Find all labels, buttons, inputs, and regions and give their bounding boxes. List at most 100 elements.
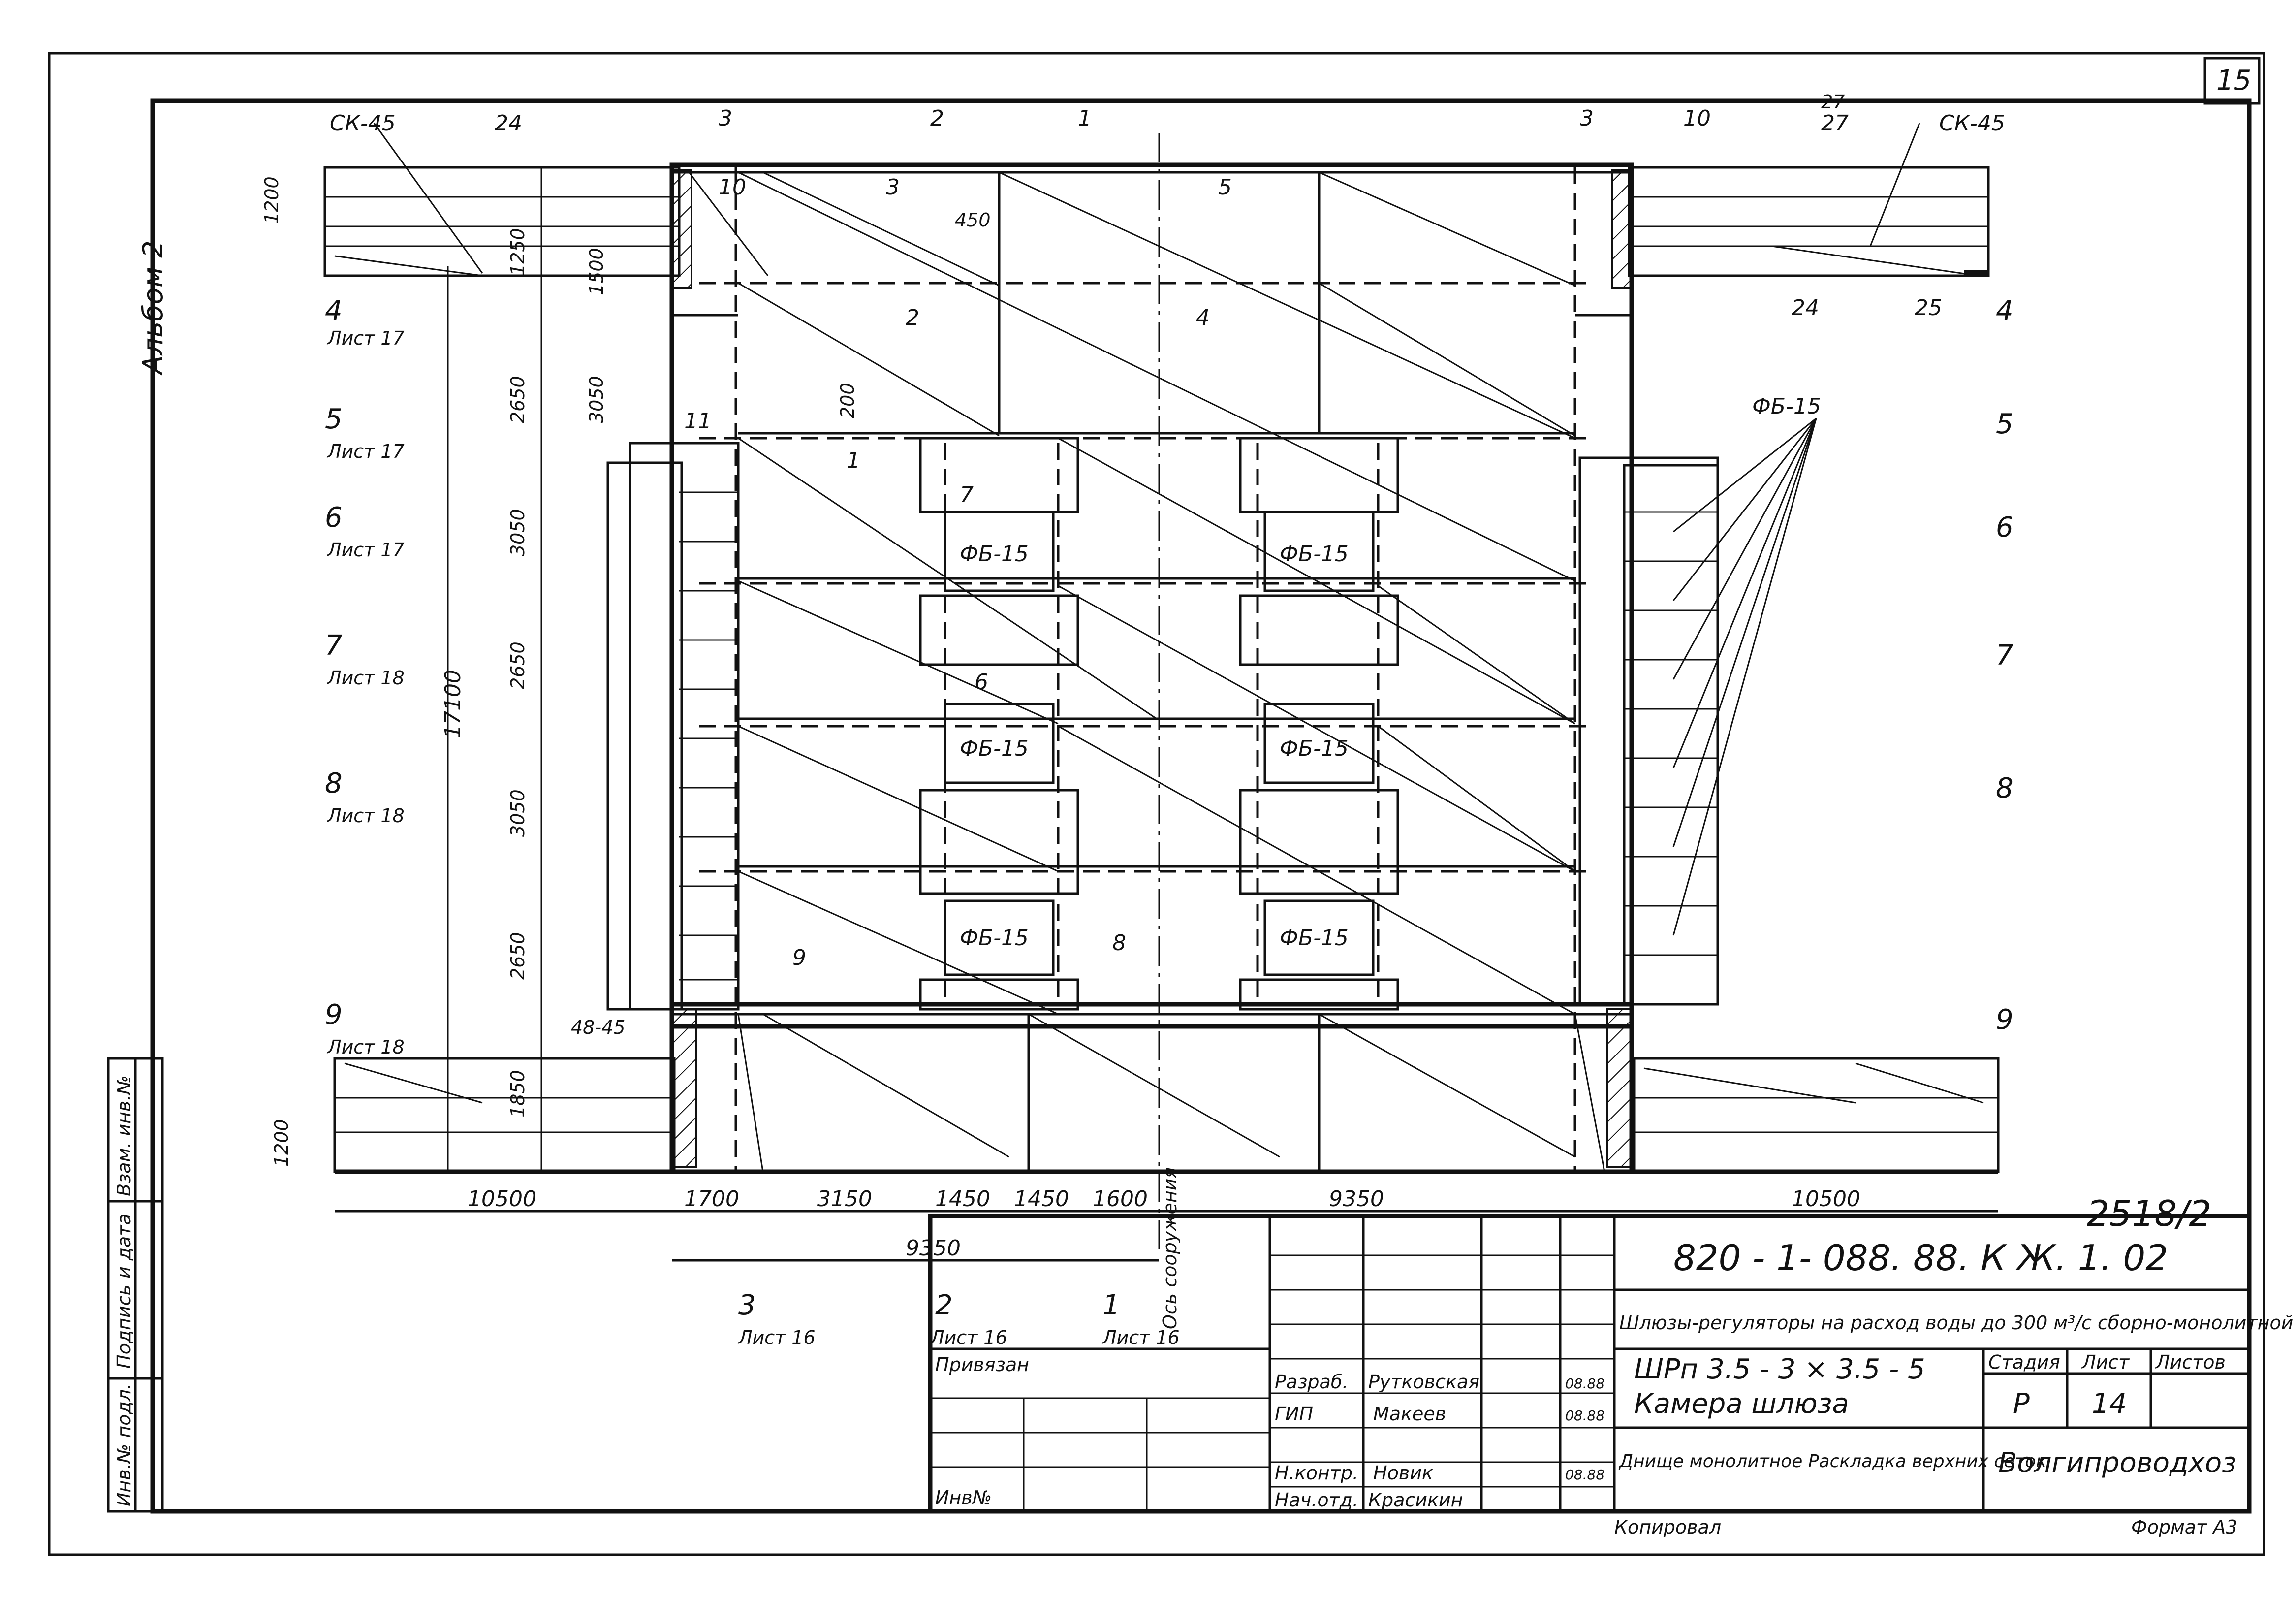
- role-chief: ГИП: [1275, 1403, 1313, 1425]
- object-name: Камера шлюза: [1634, 1388, 1849, 1420]
- section-left-5: 5: [325, 403, 343, 435]
- panel-fb15-6: ФБ-15: [1280, 926, 1349, 951]
- side-stamp-replace: Взам. инв.№: [113, 1075, 135, 1196]
- panel-fb15-2: ФБ-15: [1280, 542, 1349, 567]
- dim-overall-17100: 17100: [440, 670, 466, 738]
- side-stamp: Инв.№ подл. Подпись и дата Взам. инв.№: [107, 1057, 164, 1513]
- mark-item-48-45: 48-45: [571, 1017, 625, 1038]
- dim-1450-b: 1450: [1014, 1186, 1069, 1212]
- mark-item-6: 6: [975, 670, 988, 695]
- dim-3050-top: 3050: [586, 376, 607, 423]
- mark-item-27: 27: [1821, 91, 1845, 113]
- section-left-9-sheet: Лист 18: [326, 1036, 405, 1058]
- mark-item-200: 200: [837, 383, 858, 418]
- mark-item-5: 5: [1218, 175, 1232, 200]
- mark-item-3: 3: [886, 175, 900, 200]
- dim-10500-left: 10500: [468, 1186, 536, 1212]
- mark-ck45-right: СК-45: [1939, 111, 2005, 136]
- plan-labels: СК-45 24 3 2 1 3 10 27 СК-45 1200 1250 1…: [261, 91, 2013, 1348]
- stamp-2518: 2518/2: [2087, 1193, 2211, 1234]
- stage-head: Стадия: [1988, 1351, 2060, 1373]
- mark-24-top: 24: [495, 111, 522, 136]
- project-title: Шлюзы-регуляторы на расход воды до 300 м…: [1619, 1312, 2296, 1334]
- panel-fb15-side: ФБ-15: [1752, 394, 1821, 419]
- sheet-head: Лист: [2081, 1351, 2130, 1373]
- mark-item-25: 25: [1915, 295, 1942, 320]
- section-left-7: 7: [325, 630, 343, 662]
- section-left-5-sheet: Лист 17: [326, 441, 405, 462]
- section-bottom-2-sheet: Лист 16: [929, 1327, 1007, 1348]
- bound-label: Привязан: [935, 1354, 1029, 1375]
- dim-2650-b: 2650: [507, 932, 529, 980]
- mark-item-1: 1: [847, 448, 860, 473]
- inv-label: Инв№: [935, 1487, 992, 1508]
- section-bottom-1: 1: [1102, 1289, 1120, 1321]
- date-norm: 08.88: [1565, 1467, 1604, 1483]
- section-left-4-sheet: Лист 17: [326, 327, 405, 349]
- section-left-6-sheet: Лист 17: [326, 539, 405, 561]
- date-developer: 08.88: [1565, 1375, 1604, 1392]
- side-stamp-inv: Инв.№ подл.: [113, 1383, 135, 1506]
- section-right-4: 4: [1996, 295, 2013, 327]
- name-head: Красикин: [1368, 1489, 1463, 1511]
- date-chief: 08.88: [1565, 1407, 1604, 1424]
- album-label: Альбом 2: [137, 240, 169, 376]
- sheet-number: 15: [2216, 64, 2251, 96]
- org-name: Волгипроводхоз: [1998, 1447, 2236, 1479]
- dim-1600: 1600: [1093, 1186, 1148, 1212]
- copied-label: Копировал: [1614, 1516, 1721, 1538]
- mark-item-4: 4: [1196, 305, 1210, 330]
- section-right-6: 6: [1996, 512, 2013, 544]
- mark-27-top: 27: [1821, 111, 1849, 136]
- mark-10-top: 10: [1683, 106, 1711, 131]
- axis-label: Ось сооружения: [1159, 1167, 1181, 1329]
- role-head: Нач.отд.: [1275, 1489, 1358, 1511]
- dim-1700: 1700: [684, 1186, 739, 1212]
- dim-1250: 1250: [507, 228, 529, 276]
- mark-3-left: 3: [719, 106, 732, 131]
- dim-1500: 1500: [586, 248, 607, 295]
- section-bottom-2: 2: [935, 1289, 953, 1321]
- dim-3150: 3150: [817, 1186, 872, 1212]
- dim-1200-bottom: 1200: [271, 1119, 292, 1167]
- section-bottom-3: 3: [738, 1289, 756, 1321]
- dim-3050-a: 3050: [507, 509, 529, 556]
- chamber-plan: [323, 123, 2000, 1255]
- dim-1200-top: 1200: [261, 176, 283, 224]
- mark-3-right: 3: [1580, 106, 1594, 131]
- dim-10500-right: 10500: [1792, 1186, 1860, 1212]
- panel-fb15-4: ФБ-15: [1280, 736, 1349, 761]
- section-left-7-sheet: Лист 18: [326, 667, 405, 689]
- name-developer: Рутковская: [1368, 1371, 1479, 1393]
- section-left-8-sheet: Лист 18: [326, 805, 405, 827]
- panel-fb15-3: ФБ-15: [960, 736, 1029, 761]
- section-right-5: 5: [1996, 408, 2013, 440]
- object-code: ШРп 3.5 - 3 × 3.5 - 5: [1634, 1353, 1925, 1385]
- mark-item-450: 450: [955, 209, 991, 231]
- mark-item-10: 10: [719, 175, 746, 200]
- role-norm: Н.контр.: [1275, 1462, 1358, 1484]
- section-bottom-1-sheet: Лист 16: [1101, 1327, 1180, 1348]
- dim-9350-right: 9350: [1329, 1186, 1384, 1212]
- format-label: Формат А3: [2131, 1516, 2237, 1538]
- mark-item-24: 24: [1792, 295, 1819, 320]
- mark-2-top: 2: [930, 106, 944, 131]
- dim-9350-lower: 9350: [906, 1236, 961, 1261]
- mark-item-2: 2: [906, 305, 919, 330]
- section-left-8: 8: [325, 768, 343, 800]
- dim-1450-a: 1450: [935, 1186, 990, 1212]
- panel-fb15-5: ФБ-15: [960, 926, 1029, 951]
- section-right-9: 9: [1996, 1004, 2013, 1036]
- mark-item-11: 11: [684, 409, 712, 434]
- stage-value: Р: [2013, 1388, 2030, 1420]
- title-block: 2518/2 Привязан Инв№ 820 - 1- 088. 88. К…: [928, 1193, 2296, 1538]
- panel-fb15-1: ФБ-15: [960, 542, 1029, 567]
- section-left-6: 6: [325, 502, 343, 534]
- mark-1-top: 1: [1078, 106, 1092, 131]
- mark-item-7: 7: [960, 482, 974, 508]
- sheet-title: Днище монолитное Раскладка верхних сеток: [1618, 1451, 2046, 1471]
- sheets-head: Листов: [2155, 1351, 2226, 1373]
- side-stamp-sign: Подпись и дата: [113, 1214, 135, 1369]
- dim-1850: 1850: [507, 1070, 529, 1118]
